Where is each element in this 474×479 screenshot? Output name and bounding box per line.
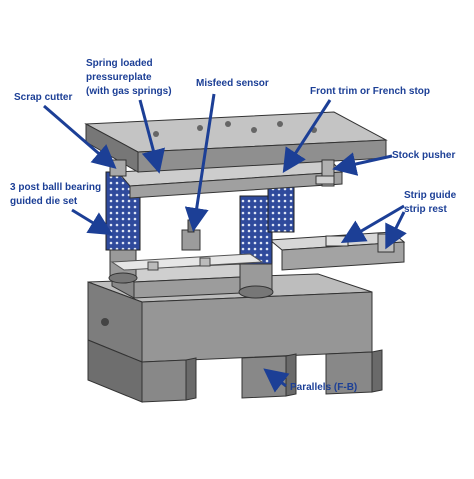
die-plate — [110, 263, 264, 299]
spring-loaded-label-3: (with gas springs) — [86, 86, 172, 97]
label-spring-loaded: Spring loaded pressureplate (with gas sp… — [86, 58, 172, 174]
misfeed-sensor-arrow — [184, 93, 216, 232]
strip-guide-arrow-2 — [385, 211, 407, 250]
strip-material — [110, 253, 264, 271]
strip-guide-arrow-1 — [340, 204, 405, 244]
label-parallels: Parallels (F-B) — [263, 368, 357, 393]
upper-die-shoe — [84, 111, 388, 173]
label-misfeed-sensor: Misfeed sensor — [184, 78, 269, 232]
stock-pusher-label: Stock pusher — [392, 150, 455, 161]
misfeed-sensor-label: Misfeed sensor — [196, 78, 269, 89]
parallels-arrow — [263, 368, 290, 393]
spring-loaded-label-1: Spring loaded — [86, 58, 153, 69]
front-trim-label: Front trim or French stop — [310, 86, 430, 97]
label-scrap-cutter: Scrap cutter — [14, 92, 117, 169]
strip-guide-rail — [268, 231, 406, 271]
parallels-label: Parallels (F-B) — [290, 382, 357, 393]
front-trim-arrow — [282, 99, 332, 174]
label-front-trim: Front trim or French stop — [282, 86, 430, 174]
three-post-label-1: 3 post balll bearing — [10, 182, 101, 193]
spring-loaded-arrow — [138, 99, 165, 174]
three-post-arrow — [71, 208, 114, 236]
label-three-post: 3 post balll bearing guided die set — [10, 182, 114, 236]
scrap-cutter-arrow — [43, 104, 117, 169]
stock-pusher-arrow — [332, 152, 393, 176]
scrap-cutter — [109, 159, 127, 177]
three-post-label-2: guided die set — [10, 196, 78, 207]
stock-pusher — [315, 159, 335, 187]
label-strip-guide: Strip guide strip rest — [340, 190, 457, 250]
strip-guide-label-1: Strip guide — [404, 190, 457, 201]
misfeed-sensor — [181, 219, 201, 251]
label-stock-pusher: Stock pusher — [332, 150, 455, 176]
scrap-cutter-label: Scrap cutter — [14, 92, 72, 103]
strip-guide-label-2: strip rest — [404, 204, 447, 215]
spring-loaded-label-2: pressureplate — [86, 72, 152, 83]
